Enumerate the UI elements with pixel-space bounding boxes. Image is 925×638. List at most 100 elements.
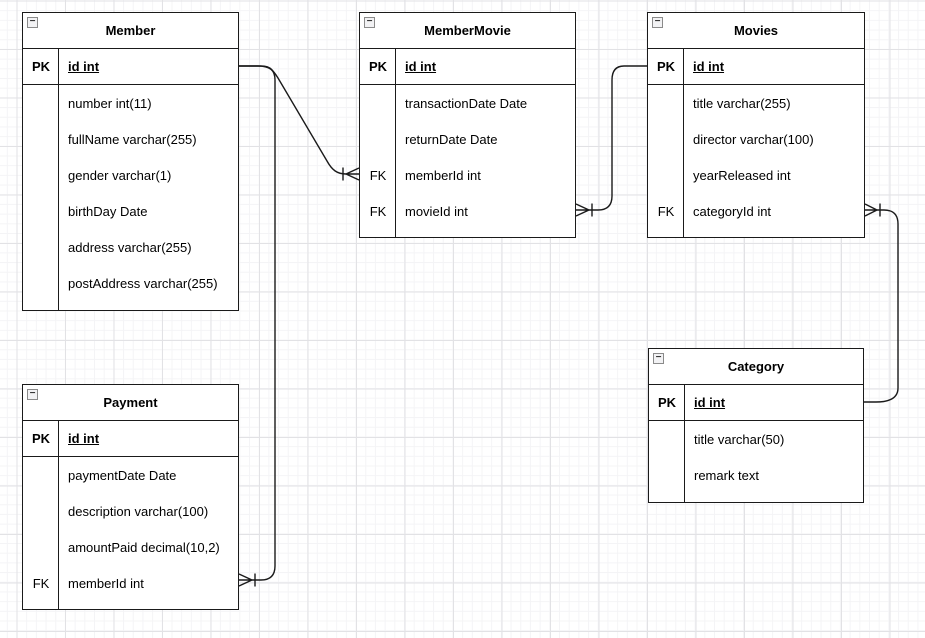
table-member[interactable]: − Member PK id int number int(11) fullNa… [22, 12, 239, 311]
table-payment[interactable]: − Payment PK id int paymentDate Date des… [22, 384, 239, 610]
edge-movies-membermovie[interactable] [575, 65, 647, 217]
row-key-label [23, 529, 59, 565]
table-row[interactable]: returnDate Date [360, 121, 575, 157]
table-title: Movies [733, 23, 779, 38]
row-key-label: FK [369, 167, 387, 183]
table-member-header[interactable]: − Member [23, 13, 238, 49]
row-field-label: title varchar(50) [694, 431, 785, 447]
row-field-label: remark text [694, 467, 760, 483]
row-field-label: gender varchar(1) [68, 167, 172, 183]
table-row[interactable]: title varchar(50) [649, 421, 863, 457]
crowfoot-many-icon [575, 203, 593, 217]
table-row[interactable]: fullName varchar(255) [23, 121, 238, 157]
table-row[interactable]: remark text [649, 457, 863, 493]
row-field-label: fullName varchar(255) [68, 131, 197, 147]
table-row[interactable]: postAddress varchar(255) [23, 265, 238, 301]
crowfoot-many-icon [864, 203, 881, 217]
row-key-label [649, 421, 685, 457]
table-row[interactable]: amountPaid decimal(10,2) [23, 529, 238, 565]
row-field-label: yearReleased int [693, 167, 791, 183]
table-category-header[interactable]: − Category [649, 349, 863, 385]
row-key-label [23, 229, 59, 265]
edge-member-membermovie[interactable] [239, 65, 360, 181]
row-field-label: id int [68, 431, 100, 446]
row-field-label: memberId int [68, 575, 144, 591]
table-payment-header[interactable]: − Payment [23, 385, 238, 421]
table-row[interactable]: birthDay Date [23, 193, 238, 229]
row-key-label: PK [368, 59, 388, 74]
table-row-pk[interactable]: PK id int [23, 421, 238, 457]
table-row[interactable]: title varchar(255) [648, 85, 864, 121]
row-field-label: id int [694, 395, 726, 410]
table-row[interactable]: paymentDate Date [23, 457, 238, 493]
table-movies-header[interactable]: − Movies [648, 13, 864, 49]
crowfoot-many-icon [342, 167, 360, 181]
row-field-label: id int [68, 59, 100, 74]
collapse-icon[interactable]: − [27, 389, 38, 400]
table-row[interactable]: transactionDate Date [360, 85, 575, 121]
row-key-label: PK [656, 59, 676, 74]
row-field-label: memberId int [405, 167, 481, 183]
table-row[interactable]: director varchar(100) [648, 121, 864, 157]
table-row-pk[interactable]: PK id int [23, 49, 238, 85]
table-row[interactable]: number int(11) [23, 85, 238, 121]
table-row-pk[interactable]: PK id int [360, 49, 575, 85]
table-row[interactable]: description varchar(100) [23, 493, 238, 529]
table-title: Category [727, 359, 785, 374]
row-key-label [360, 121, 396, 157]
table-row[interactable]: FK movieId int [360, 193, 575, 229]
table-membermovie-header[interactable]: − MemberMovie [360, 13, 575, 49]
row-key-label: FK [657, 203, 675, 219]
table-membermovie[interactable]: − MemberMovie PK id int transactionDate … [359, 12, 576, 238]
row-field-label: postAddress varchar(255) [68, 275, 218, 291]
row-key-label [23, 121, 59, 157]
row-field-label: id int [405, 59, 437, 74]
row-key-label [23, 265, 59, 301]
table-row[interactable]: FK categoryId int [648, 193, 864, 229]
table-category[interactable]: − Category PK id int title varchar(50) r… [648, 348, 864, 503]
collapse-icon[interactable]: − [364, 17, 375, 28]
row-key-label [23, 85, 59, 121]
row-key-label: PK [31, 59, 51, 74]
table-row[interactable]: address varchar(255) [23, 229, 238, 265]
row-key-label: PK [657, 395, 677, 410]
row-key-label [649, 457, 685, 493]
table-row-pk[interactable]: PK id int [649, 385, 863, 421]
row-key-label [23, 157, 59, 193]
row-field-label: director varchar(100) [693, 131, 814, 147]
table-title: MemberMovie [424, 23, 511, 38]
row-field-label: movieId int [405, 203, 468, 219]
row-key-label [648, 157, 684, 193]
collapse-icon[interactable]: − [27, 17, 38, 28]
table-row[interactable]: FK memberId int [360, 157, 575, 193]
row-field-label: id int [693, 59, 725, 74]
row-field-label: categoryId int [693, 203, 772, 219]
edge-category-movies[interactable] [864, 203, 899, 403]
row-field-label: transactionDate Date [405, 95, 528, 111]
row-key-label [648, 121, 684, 157]
table-row[interactable]: gender varchar(1) [23, 157, 238, 193]
row-field-label: address varchar(255) [68, 239, 192, 255]
row-field-label: returnDate Date [405, 131, 498, 147]
row-field-label: paymentDate Date [68, 467, 177, 483]
row-field-label: birthDay Date [68, 203, 148, 219]
row-key-label [23, 457, 59, 493]
table-row[interactable]: FK memberId int [23, 565, 238, 601]
collapse-icon[interactable]: − [653, 353, 664, 364]
table-row-pk[interactable]: PK id int [648, 49, 864, 85]
row-key-label [360, 85, 396, 121]
row-key-label [23, 193, 59, 229]
edge-member-payment[interactable] [238, 65, 276, 587]
table-row[interactable]: yearReleased int [648, 157, 864, 193]
collapse-icon[interactable]: − [652, 17, 663, 28]
row-key-label: FK [369, 203, 387, 219]
row-field-label: title varchar(255) [693, 95, 791, 111]
table-movies[interactable]: − Movies PK id int title varchar(255) di… [647, 12, 865, 238]
table-title: Member [105, 23, 156, 38]
row-key-label [23, 493, 59, 529]
row-key-label: FK [32, 575, 50, 591]
row-key-label [648, 85, 684, 121]
row-key-label: PK [31, 431, 51, 446]
